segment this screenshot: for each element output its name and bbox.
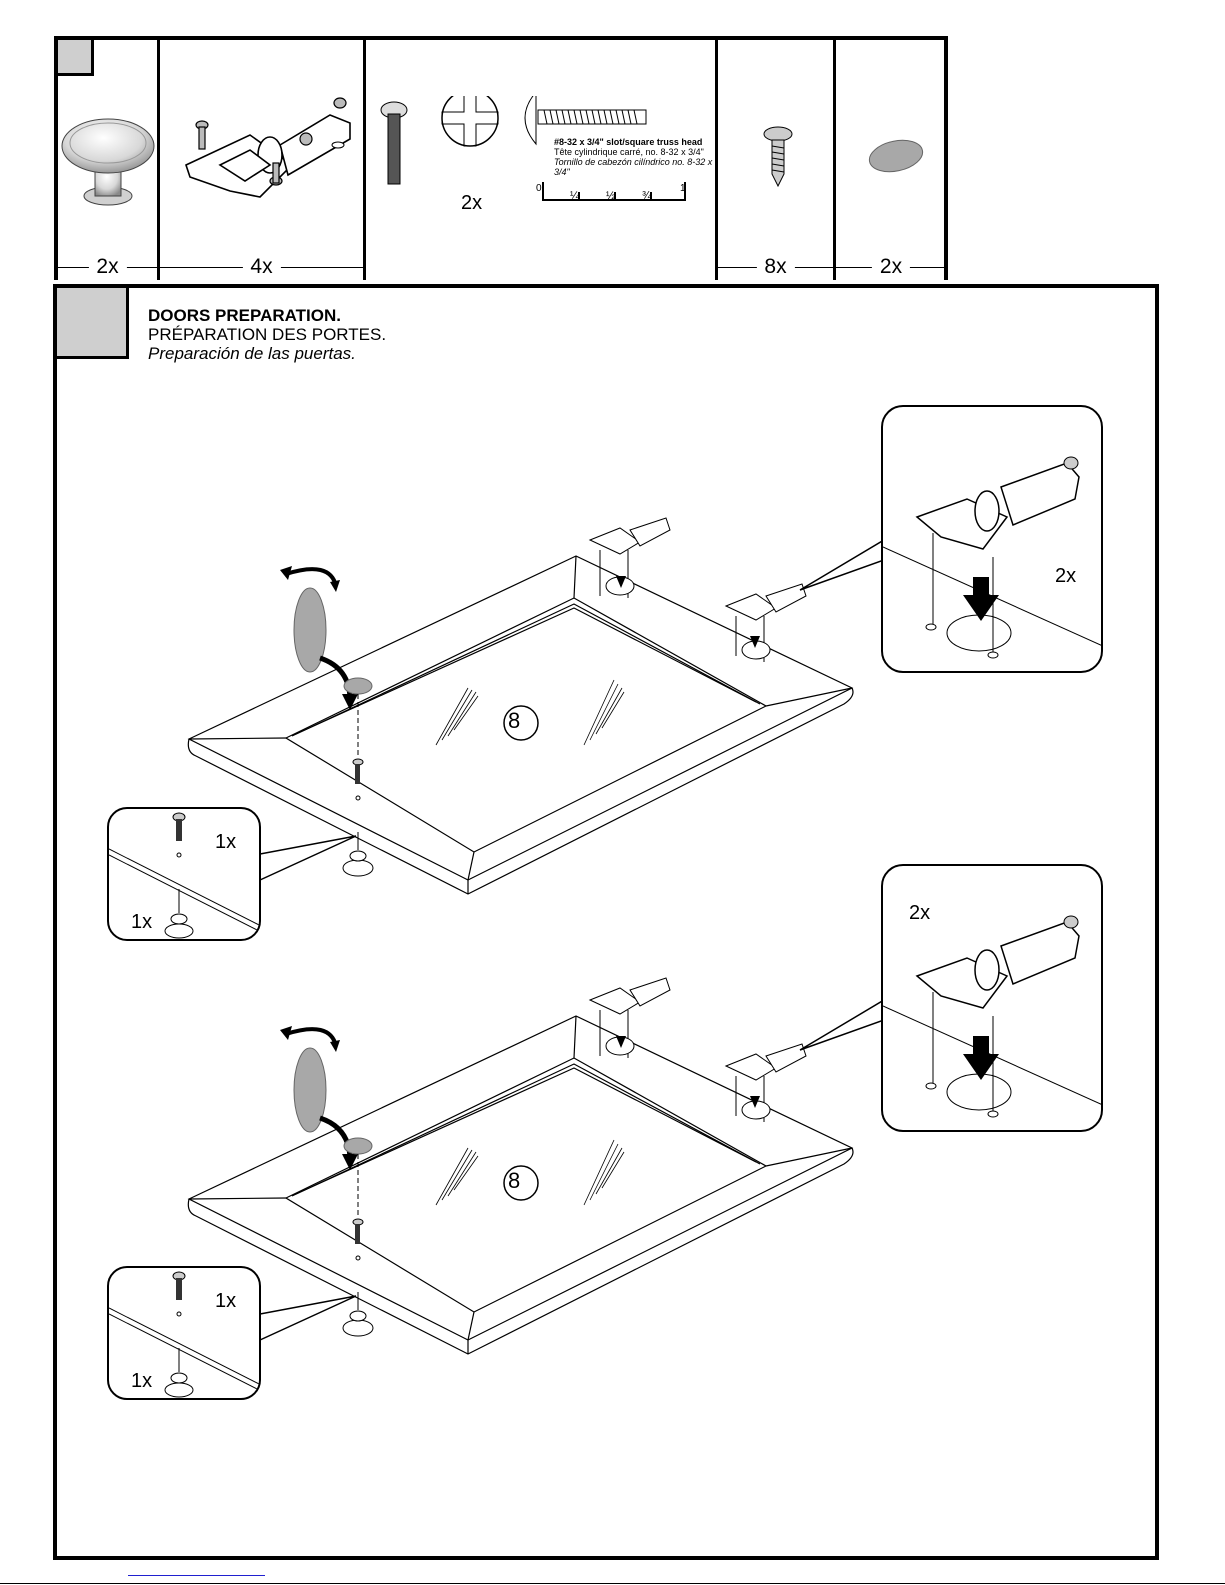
quantity-label: 2x (872, 256, 910, 278)
wood-screw-icon (762, 126, 794, 188)
ruler-tick-0: 0 (536, 183, 542, 194)
part-number-label: 8 (508, 708, 520, 734)
knob-screw-quantity: 1x (215, 1290, 236, 1313)
knob-screw-quantity: 1x (215, 831, 236, 854)
step-title-fr: PRÉPARATION DES PORTES. (148, 325, 386, 344)
ruler-tick-three-quarter: ¾ (642, 190, 651, 202)
hinge-callout-1: 2x (881, 405, 1103, 673)
hinge-detail-icon (883, 407, 1103, 673)
knob-callout-2: 1x 1x (107, 1266, 261, 1400)
part-cell-hinge: 4x (160, 40, 366, 280)
quantity-label: 8x (756, 256, 794, 278)
part-cell-wood-screw: 8x (718, 40, 836, 280)
part-cell-truss-screw: #8-32 x 3/4" slot/square truss head Tête… (366, 40, 718, 280)
ruler-tick-half: ½ (606, 190, 615, 202)
part-cell-cap: 2x (836, 40, 946, 280)
hinge-icon (180, 95, 360, 205)
quantity-label: 2x (88, 256, 126, 278)
quantity-knob: 2x (58, 256, 157, 278)
knob-quantity: 1x (131, 1370, 152, 1393)
screw-spec-fr: Tête cylindrique carré, no. 8-32 x 3/4" (554, 147, 724, 157)
part-cell-knob: 2x (58, 40, 160, 280)
parts-list: 2x 4x (54, 36, 948, 280)
step-title-en: DOORS PREPARATION. (148, 306, 386, 325)
screw-spec-en: #8-32 x 3/4" slot/square truss head (554, 137, 724, 147)
screw-spec: #8-32 x 3/4" slot/square truss head Tête… (554, 137, 724, 177)
footer-divider (0, 1583, 1225, 1584)
quantity-hinge: 4x (160, 256, 363, 278)
quantity-label: 4x (242, 256, 280, 278)
ruler-tick-quarter: ¼ (570, 190, 579, 202)
part-number-label: 8 (508, 1168, 520, 1194)
footer-link[interactable] (128, 1575, 265, 1576)
screw-spec-es: Tornillo de cabezón cilíndrico no. 8-32 … (554, 157, 724, 177)
step-title-es: Preparación de las puertas. (148, 344, 386, 363)
ruler-tick-1: 1 (680, 183, 686, 194)
quantity-cap: 2x (836, 256, 946, 278)
hinge-quantity: 2x (909, 902, 930, 925)
step-number-square (57, 288, 129, 359)
quantity-wood-screw: 8x (718, 256, 833, 278)
hinge-callout-2: 2x (881, 864, 1103, 1132)
step-title: DOORS PREPARATION. PRÉPARATION DES PORTE… (148, 306, 386, 363)
knob-icon (60, 116, 156, 216)
hinge-quantity: 2x (1055, 565, 1076, 588)
quantity-truss-screw: 2x (461, 192, 482, 215)
cap-icon (866, 136, 926, 176)
